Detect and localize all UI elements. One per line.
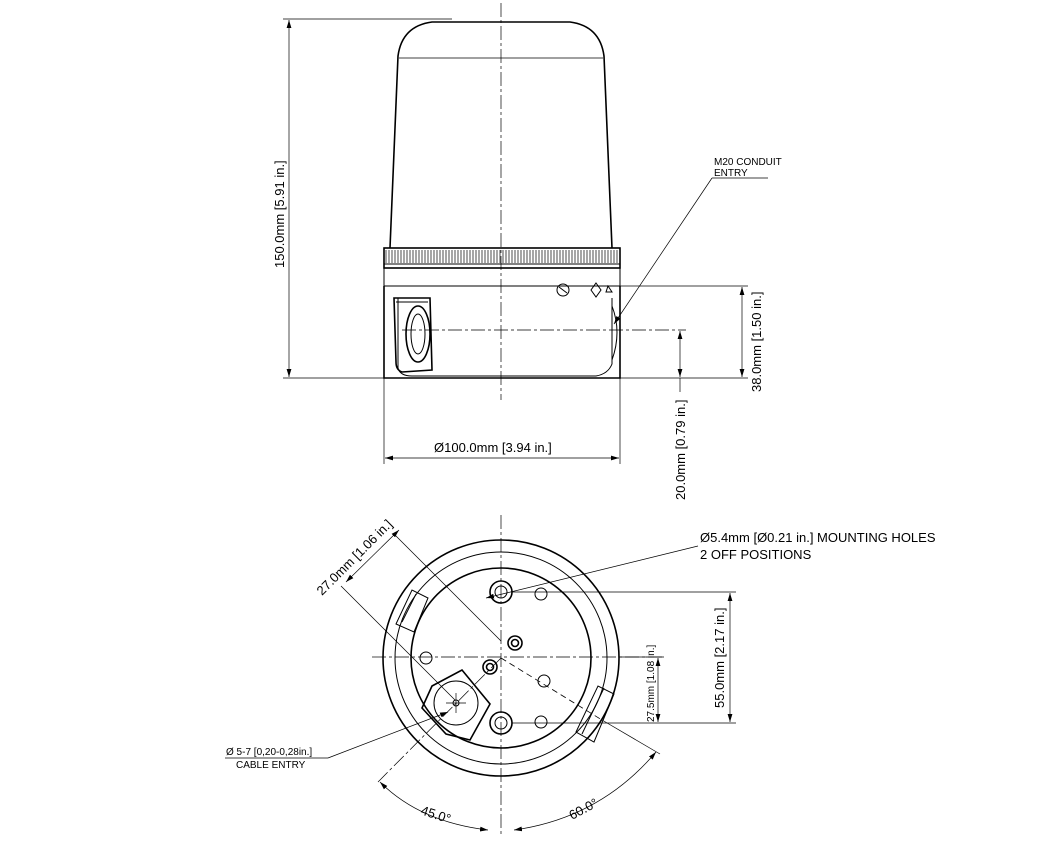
right-lug-inner (581, 687, 605, 735)
dim-line-27 (345, 529, 400, 583)
angle-60-label: 60.0° (566, 795, 600, 823)
base-housing (383, 286, 621, 379)
centre-screw (482, 659, 498, 675)
centre-screw (507, 635, 523, 651)
cable-note-line1: Ø 5-7 [0,20-0,28in.] (226, 747, 312, 758)
base-rim-circle (394, 551, 608, 765)
hole-spacing-label: 55.0mm [2.17 in.] (712, 608, 727, 708)
conduit-note-line2: ENTRY (714, 168, 748, 179)
half-spacing-label: 27.5mm [1.08 in.] (646, 645, 657, 722)
cable-note-line2: CABLE ENTRY (236, 760, 306, 771)
right-lug (575, 685, 615, 743)
hole-offset-label: 27.0mm [1.06 in.] (314, 516, 396, 598)
angle-45-label: 45.0° (419, 803, 453, 827)
base-height-label: 38.0mm [1.50 in.] (749, 292, 764, 392)
screw-detail (556, 282, 613, 298)
angle-arc-60 (513, 751, 657, 832)
entry-offset-label: 20.0mm [0.79 in.] (673, 400, 688, 500)
ext-27-b (393, 533, 502, 642)
base-inner-circle (410, 567, 592, 749)
base-outer-circle (382, 539, 620, 777)
holes-note-line2: 2 OFF POSITIONS (700, 547, 812, 562)
cable-gland-plan (421, 668, 491, 741)
ext-27-a (340, 585, 456, 701)
diameter-label: Ø100.0mm [3.94 in.] (434, 440, 552, 455)
lens-dome (389, 21, 613, 249)
cable-leader (327, 711, 449, 759)
knurled-ring (383, 247, 621, 269)
angle-arc-45 (379, 781, 489, 832)
small-hole (534, 715, 548, 729)
height-dimension-label: 150.0mm [5.91 in.] (272, 160, 287, 268)
gland-axis (377, 657, 502, 783)
conduit-bulge (611, 305, 618, 361)
holes-leader (485, 545, 699, 599)
small-hole (537, 674, 551, 688)
plan-view: 45.0° 60.0° 27.0mm [1.06 in.] Ø5.4mm [Ø0… (225, 515, 936, 836)
side-view: 150.0mm [5.91 in.] M20 CONDUIT ENTRY 38.… (272, 3, 782, 500)
entry-axis-dashed (500, 657, 603, 721)
holes-note-line1: Ø5.4mm [Ø0.21 in.] MOUNTING HOLES (700, 530, 936, 545)
left-lug-inner (401, 593, 417, 623)
knurl-texture (385, 250, 618, 263)
cable-gland-side (393, 297, 433, 373)
conduit-leader (613, 177, 713, 325)
conduit-note-line1: M20 CONDUIT (714, 157, 782, 168)
ring-band (383, 267, 621, 287)
entry-axis-extension (601, 719, 661, 755)
small-hole (419, 651, 433, 665)
left-lug (395, 589, 429, 633)
small-hole (534, 587, 548, 601)
